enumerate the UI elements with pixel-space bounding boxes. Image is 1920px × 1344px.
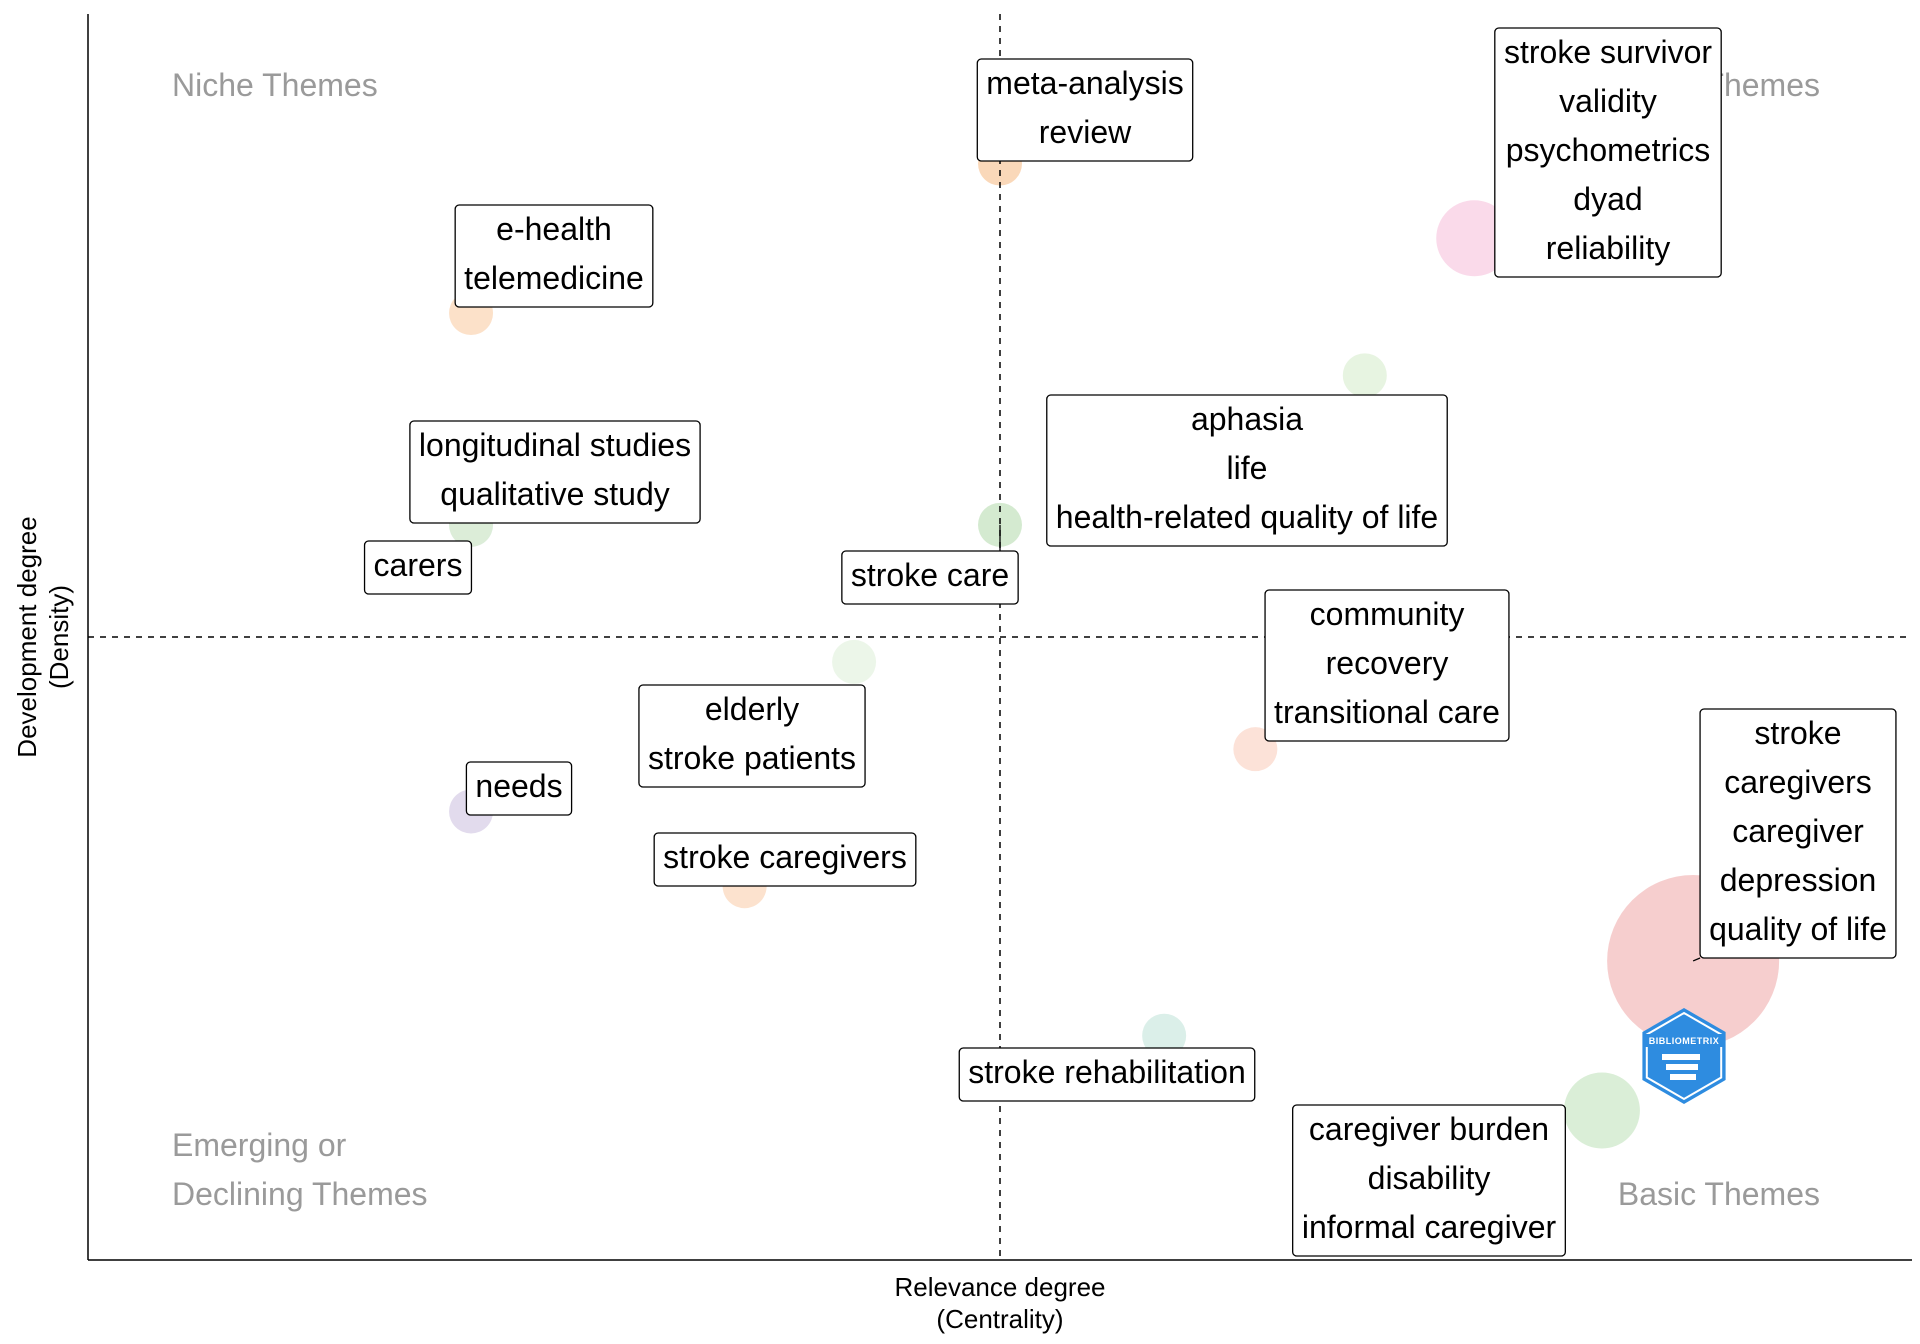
label-box	[653, 832, 917, 887]
label-box	[454, 204, 654, 308]
cluster-keywords: meta-analysis review	[986, 65, 1183, 150]
keyword-label: longitudinal studies	[419, 427, 691, 463]
cluster-bubble	[1563, 1072, 1640, 1149]
cluster-keywords: longitudinal studies qualitative study	[419, 427, 691, 512]
label-box	[1046, 394, 1448, 547]
keyword-label: recovery	[1326, 645, 1449, 681]
keyword-label: validity	[1559, 83, 1657, 119]
axis-titles: Relevance degree(Centrality) Development …	[12, 516, 1106, 1334]
keyword-label: dyad	[1573, 181, 1642, 217]
reference-lines	[88, 14, 1912, 1260]
keyword-label: community	[1310, 596, 1465, 632]
cluster-label: meta-analysis review	[976, 58, 1194, 162]
keyword-label: stroke survivor	[1504, 34, 1712, 70]
keyword-label: stroke patients	[648, 740, 856, 776]
y-axis-title: Development degree(Density)	[12, 516, 74, 757]
bibliometrix-logo-icon: BIBLIOMETRIX	[1642, 1008, 1726, 1104]
label-box	[363, 540, 473, 595]
cluster-bubble	[832, 639, 877, 684]
label-box	[1699, 708, 1897, 959]
label-box	[976, 58, 1194, 162]
keyword-label: stroke rehabilitation	[968, 1054, 1245, 1090]
keyword-label: quality of life	[1709, 911, 1887, 947]
quadrant-label-niche: Niche Themes	[172, 67, 378, 103]
keyword-label: carers	[374, 547, 463, 583]
cluster-keywords: stroke care	[851, 557, 1009, 593]
cluster-label: elderly stroke patients	[638, 684, 866, 788]
label-box	[841, 550, 1019, 605]
cluster-keywords: stroke rehabilitation	[968, 1054, 1245, 1090]
cluster-label: stroke caregivers	[653, 832, 917, 887]
keyword-label: stroke caregivers	[663, 839, 907, 875]
label-leader-line	[1692, 957, 1701, 962]
cluster-keywords: stroke caregivers caregiver depression quali…	[1709, 715, 1887, 947]
keyword-label: informal caregiver	[1302, 1209, 1557, 1245]
label-box	[409, 420, 701, 524]
label-box	[465, 761, 573, 816]
keyword-label: meta-analysis	[986, 65, 1183, 101]
quadrant-label-basic: Basic Themes	[1618, 1176, 1820, 1212]
cluster-label: aphasia life health-related quality of lif…	[1046, 394, 1448, 547]
logo-bar	[1666, 1064, 1698, 1070]
keyword-label: depression	[1720, 862, 1877, 898]
cluster-label: stroke care	[841, 524, 1019, 605]
axes	[87, 14, 1912, 1261]
keyword-label: psychometrics	[1506, 132, 1711, 168]
keyword-label: telemedicine	[464, 260, 644, 296]
cluster-label: stroke rehabilitation	[958, 1047, 1256, 1102]
cluster-keywords: e-health telemedicine	[464, 211, 644, 296]
keyword-label: life	[1227, 450, 1268, 486]
keyword-label: health-related quality of life	[1056, 499, 1438, 535]
cluster-label: stroke survivor validity psychometrics dyad…	[1494, 27, 1722, 278]
cluster-keywords: carers	[374, 547, 463, 583]
cluster-keywords: needs	[475, 768, 562, 804]
cluster-bubble	[1342, 353, 1387, 398]
cluster-labels: meta-analysis review stroke survivor validi…	[363, 27, 1897, 1257]
label-box	[1494, 27, 1722, 278]
logo-bar	[1662, 1054, 1700, 1060]
keyword-label: review	[1039, 114, 1132, 150]
cluster-label: e-health telemedicine	[454, 204, 654, 308]
x-axis-title: Relevance degree(Centrality)	[894, 1272, 1105, 1334]
keyword-label: disability	[1368, 1160, 1491, 1196]
cluster-keywords: community recovery transitional care	[1274, 596, 1500, 730]
keyword-label: stroke	[1754, 715, 1841, 751]
keyword-label: transitional care	[1274, 694, 1500, 730]
cluster-keywords: aphasia life health-related quality of lif…	[1056, 401, 1438, 535]
label-box	[958, 1047, 1256, 1102]
cluster-bubble	[1142, 1013, 1187, 1058]
cluster-bubble	[1436, 200, 1513, 277]
cluster-label: community recovery transitional care	[1264, 589, 1510, 742]
label-box	[1264, 589, 1510, 742]
keyword-label: caregiver	[1732, 813, 1864, 849]
keyword-label: e-health	[496, 211, 612, 247]
keyword-label: qualitative study	[440, 476, 669, 512]
keyword-label: stroke care	[851, 557, 1009, 593]
keyword-label: caregiver burden	[1309, 1111, 1549, 1147]
keyword-label: reliability	[1546, 230, 1670, 266]
cluster-label: carers	[363, 540, 473, 595]
keyword-label: caregivers	[1724, 764, 1872, 800]
cluster-label: needs	[465, 761, 573, 816]
cluster-keywords: stroke caregivers	[663, 839, 907, 875]
keyword-label: aphasia	[1191, 401, 1303, 437]
logo-banner	[1644, 1034, 1724, 1047]
cluster-label: longitudinal studies qualitative study	[409, 420, 701, 524]
label-box	[1292, 1104, 1566, 1257]
cluster-label: stroke caregivers caregiver depression quali…	[1692, 708, 1897, 962]
cluster-keywords: caregiver burden disability informal careg…	[1302, 1111, 1557, 1245]
keyword-label: needs	[475, 768, 562, 804]
logo-bar	[1670, 1074, 1696, 1080]
label-box	[638, 684, 866, 788]
cluster-label: caregiver burden disability informal careg…	[1292, 1104, 1566, 1257]
keyword-label: elderly	[705, 691, 799, 727]
y-axis-title-group: Development degree(Density)	[12, 516, 74, 757]
cluster-keywords: stroke survivor validity psychometrics dyad…	[1504, 34, 1712, 266]
logo-text: BIBLIOMETRIX	[1649, 1036, 1720, 1046]
cluster-keywords: elderly stroke patients	[648, 691, 856, 776]
